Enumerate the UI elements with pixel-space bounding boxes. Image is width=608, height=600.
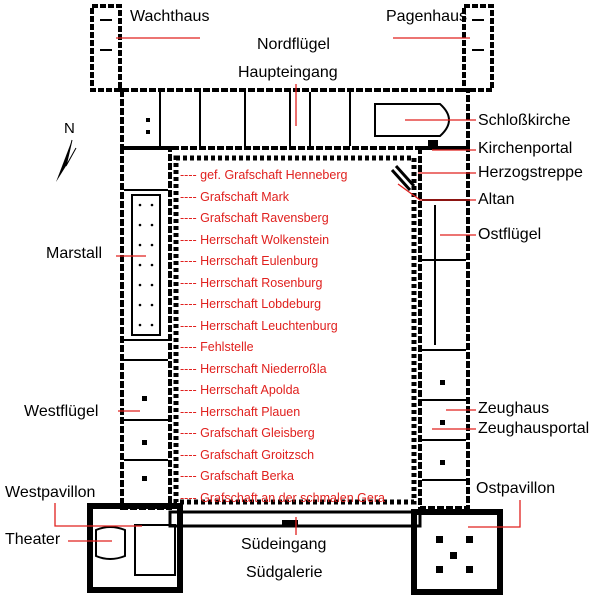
label-herzogstreppe: Herzogstreppe: [478, 164, 583, 181]
compass-label: N: [64, 120, 75, 137]
territory-label: ---- Grafschaft Groitzsch: [180, 447, 315, 462]
label-nordfluegel: Nordflügel: [257, 36, 330, 53]
label-westpavillon: Westpavillon: [5, 484, 96, 501]
label-marstall: Marstall: [46, 245, 103, 262]
territory-label: ---- Herrschaft Eulenburg: [180, 254, 319, 268]
label-zeughaus: Zeughaus: [478, 400, 550, 417]
south-gallery: [168, 510, 422, 528]
label-theater: Theater: [5, 531, 61, 548]
territory-label: ---- Grafschaft Berka: [180, 469, 294, 483]
label-haupteingang: Haupteingang: [238, 64, 338, 81]
west-wing: [120, 146, 172, 510]
label-ostfluegel: Ostflügel: [478, 226, 542, 243]
label-kirchenportal: Kirchenportal: [478, 140, 573, 157]
label-pagenhaus: Pagenhaus: [386, 8, 467, 25]
territory-label: ---- Grafschaft an der schmalen Gera: [180, 490, 385, 505]
territory-label: ---- gef. Grafschaft Henneberg: [180, 168, 348, 182]
courtyard: [173, 155, 417, 505]
pagenhaus-tower: [462, 4, 494, 92]
east-wing: [418, 146, 470, 510]
marstall-columns: [138, 118, 473, 573]
territory-label: ---- Herrschaft Lobdeburg: [180, 297, 322, 311]
label-wachthaus: Wachthaus: [130, 8, 210, 25]
territory-label: ---- Fehlstelle: [180, 340, 254, 354]
label-suedeingang: Südeingang: [241, 536, 327, 553]
territory-label: ---- Grafschaft Mark: [180, 189, 290, 204]
label-suedgalerie: Südgalerie: [246, 564, 323, 581]
territory-label: ---- Herrschaft Rosenburg: [180, 275, 323, 290]
territory-label: ---- Grafschaft Gleisberg: [180, 426, 315, 440]
west-pavilion: [87, 503, 183, 593]
wachthaus-tower: [90, 4, 122, 92]
territory-label: ---- Grafschaft Ravensberg: [180, 211, 329, 225]
east-pavilion: [411, 509, 503, 595]
territory-label: ---- Herrschaft Plauen: [180, 404, 301, 419]
north-wing: [120, 88, 470, 150]
label-altan: Altan: [478, 191, 515, 208]
north-arrow-icon: [56, 139, 77, 182]
label-ostpavillon: Ostpavillon: [476, 480, 556, 497]
territory-label: ---- Herrschaft Niederroßla: [180, 361, 327, 376]
territory-label: ---- Herrschaft Leuchtenburg: [180, 318, 338, 333]
territory-label: ---- Herrschaft Wolkenstein: [180, 232, 330, 247]
leader-lines: [54, 37, 521, 542]
label-zeughausportal: Zeughausportal: [478, 420, 590, 437]
territory-label: ---- Herrschaft Apolda: [180, 383, 300, 397]
label-schlosskirche: Schloßkirche: [478, 112, 571, 129]
label-westfluegel: Westflügel: [24, 403, 99, 420]
